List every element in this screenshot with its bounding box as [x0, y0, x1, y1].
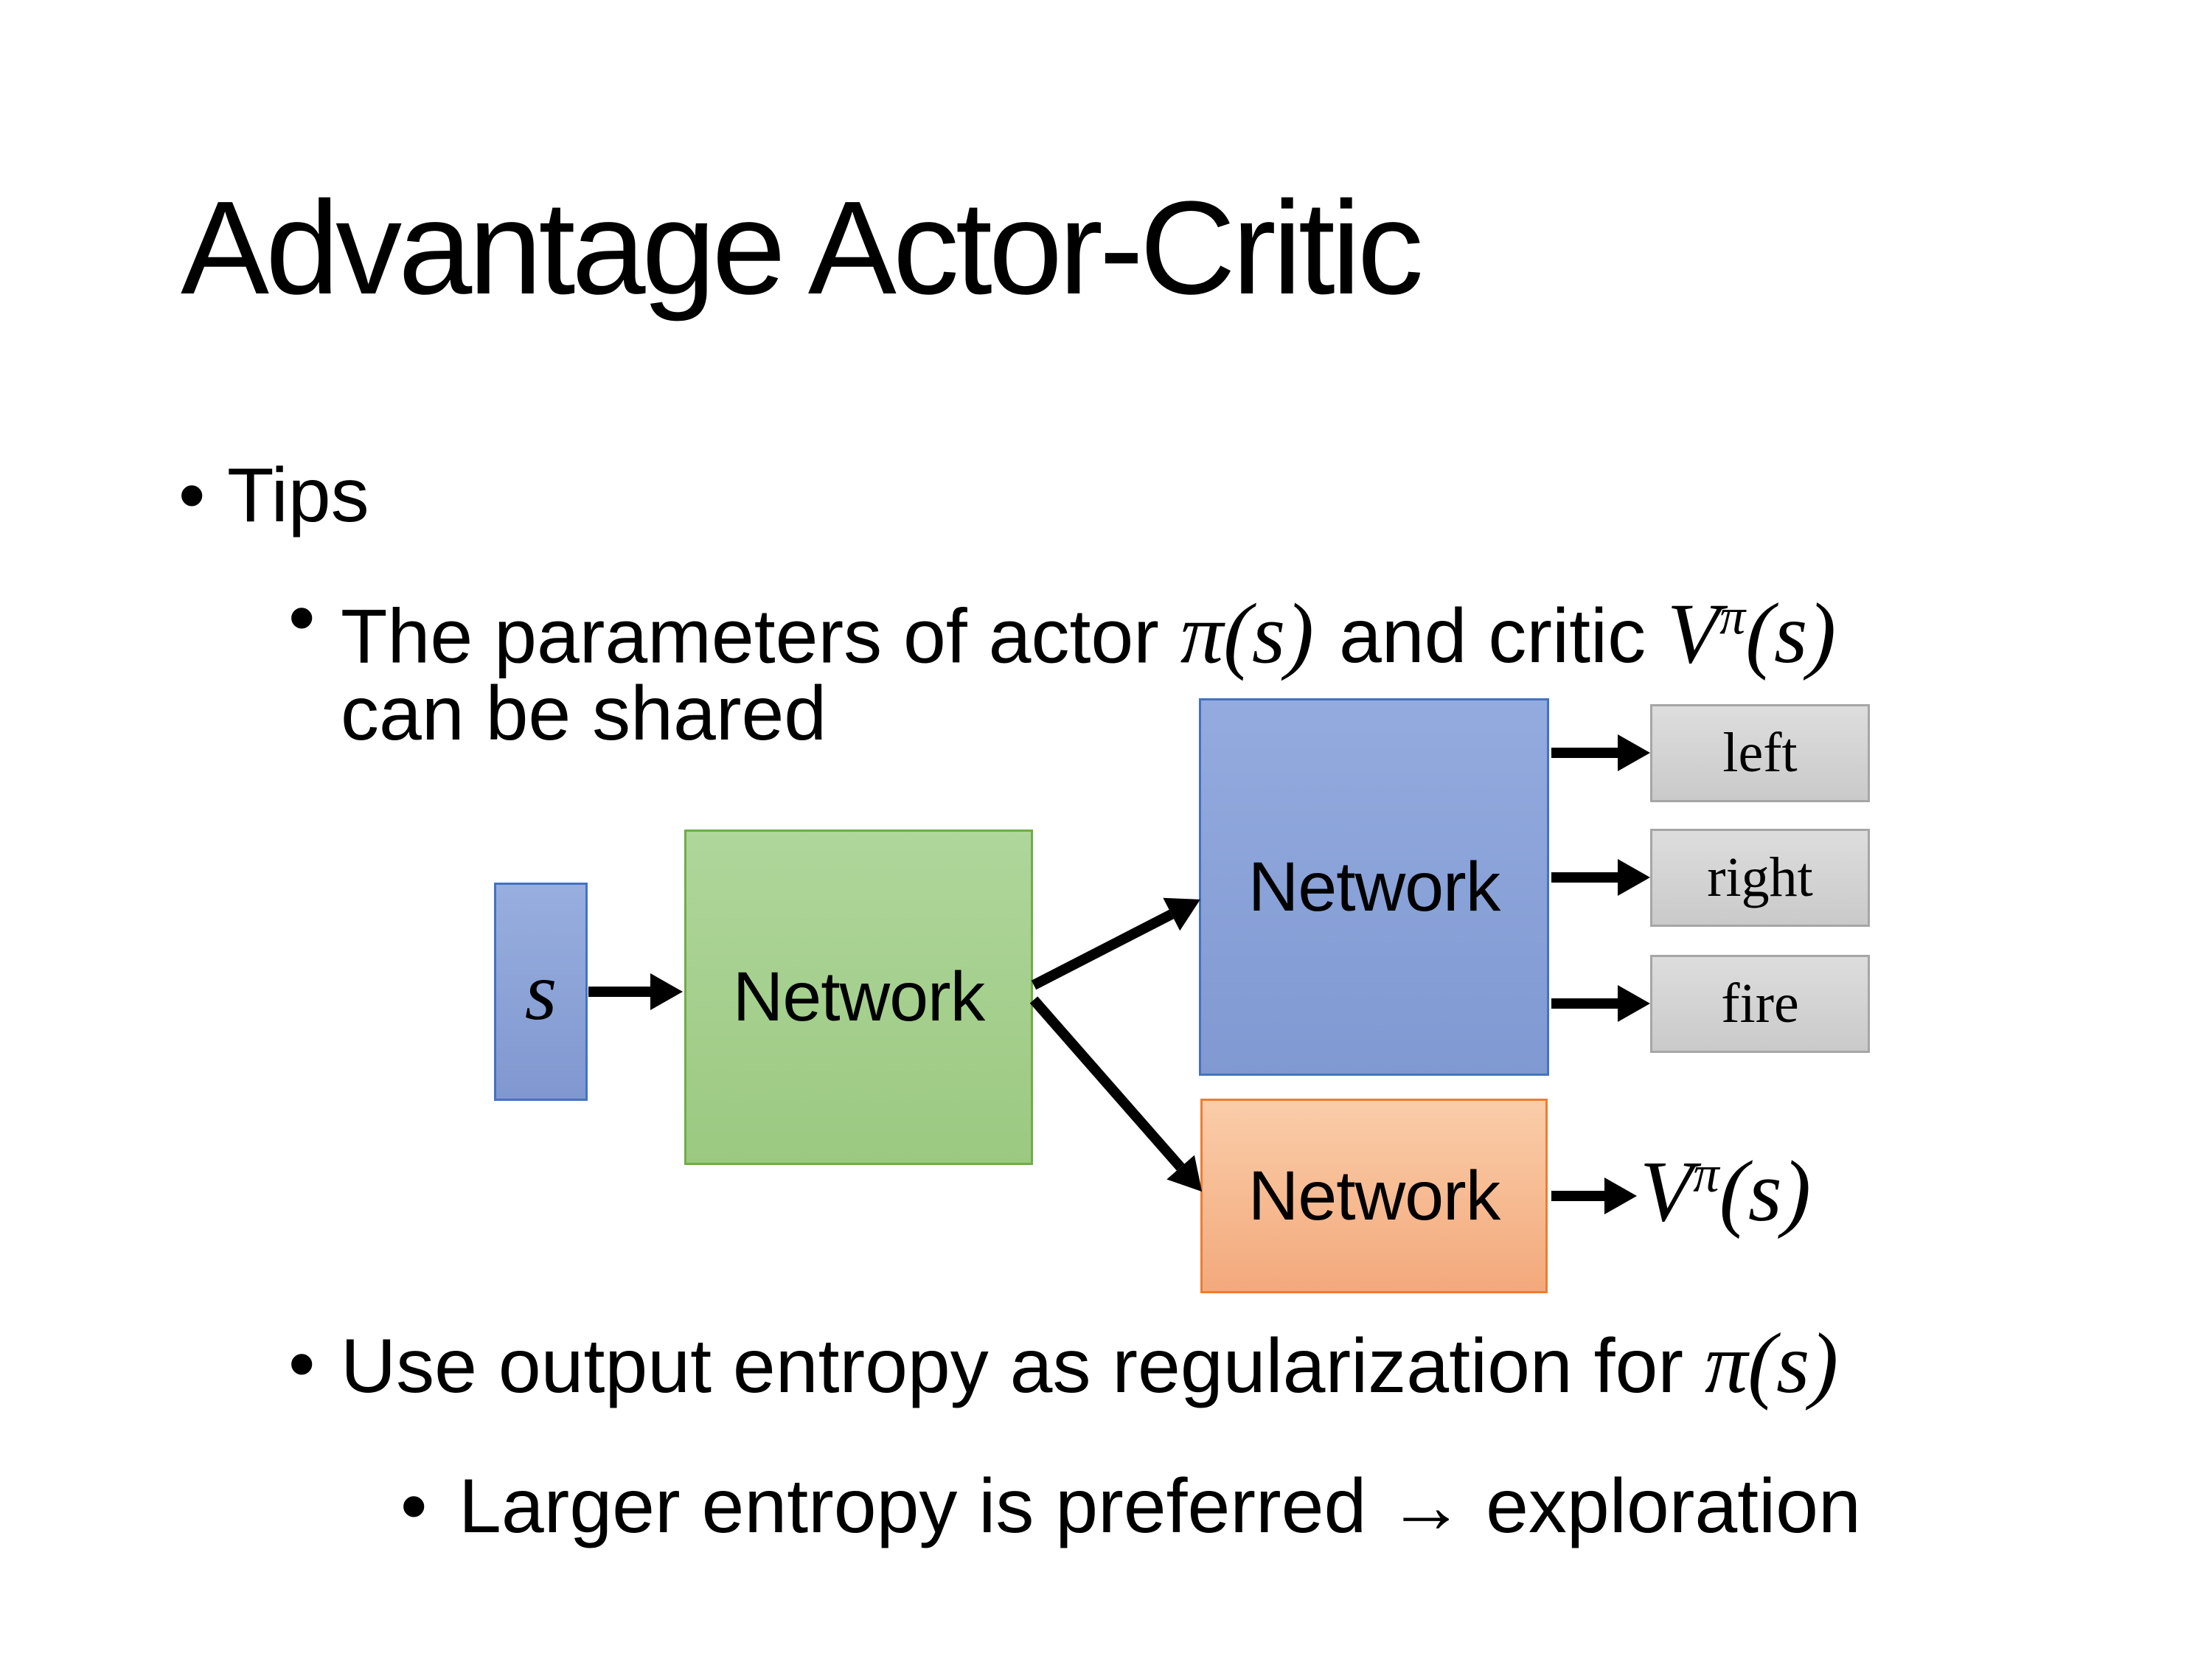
critic-network-label: Network — [1248, 1156, 1500, 1235]
bullet-level3: • — [400, 1464, 428, 1549]
state-label: s — [524, 945, 557, 1037]
bullet-level2: • — [288, 575, 316, 661]
critic-value-math: Vπ(s) — [1667, 586, 1836, 681]
bullet-level1: • — [178, 453, 206, 538]
arrow-actor-to-fire-icon — [1551, 998, 1618, 1009]
critic-value-superscript: π — [1719, 589, 1746, 646]
bullet-level2-entropy: • — [288, 1321, 316, 1407]
exploration-line: Larger entropy is preferred → exploratio… — [459, 1458, 1861, 1554]
entropy-policy-math: π(s) — [1704, 1316, 1839, 1411]
tips-line: Tips — [227, 448, 369, 543]
state-box: s — [494, 883, 588, 1101]
arrow-shared-to-actor-icon — [1031, 909, 1174, 990]
action-label-fire: fire — [1721, 973, 1799, 1034]
actor-network-box: Network — [1199, 698, 1549, 1076]
critic-output-args: (s) — [1719, 1143, 1812, 1239]
actor-policy-math: π(s) — [1180, 586, 1314, 682]
exploration-text: Larger entropy is preferred → exploratio… — [459, 1464, 1861, 1549]
critic-network-box: Network — [1200, 1099, 1548, 1293]
tips-text: Tips — [227, 453, 369, 538]
critic-value-args: (s) — [1745, 586, 1837, 682]
parameters-text-line2: can be shared — [341, 671, 827, 757]
actor-network-label: Network — [1248, 847, 1500, 926]
arrow-actor-to-right-icon — [1551, 872, 1618, 883]
arrow-actor-to-left-icon — [1551, 748, 1618, 758]
arrow-critic-to-value-icon — [1551, 1191, 1604, 1201]
parameters-line2: can be shared — [341, 666, 827, 762]
shared-network-box: Network — [684, 830, 1033, 1165]
parameters-text-pre: The parameters of actor — [341, 594, 1180, 680]
arrow-shared-to-critic-icon — [1029, 996, 1185, 1171]
action-box-right: right — [1650, 829, 1870, 927]
entropy-text-pre: Use output entropy as regularization for — [341, 1324, 1705, 1409]
parameters-line: The parameters of actor π(s) and critic V… — [341, 570, 1836, 684]
action-label-right: right — [1707, 846, 1813, 908]
critic-output-base: V — [1640, 1143, 1694, 1239]
shared-network-label: Network — [732, 958, 985, 1036]
action-box-fire: fire — [1650, 955, 1870, 1053]
critic-value-base: V — [1667, 586, 1720, 682]
critic-output-superscript: π — [1693, 1146, 1719, 1204]
parameters-text-mid: and critic — [1338, 594, 1668, 680]
critic-output-math: Vπ(s) — [1640, 1141, 1811, 1242]
slide-title: Advantage Actor-Critic — [181, 174, 1424, 322]
entropy-line: Use output entropy as regularization for… — [341, 1316, 1838, 1414]
action-label-left: left — [1722, 722, 1798, 784]
arrow-state-to-shared-icon — [588, 987, 650, 997]
action-box-left: left — [1650, 704, 1870, 802]
